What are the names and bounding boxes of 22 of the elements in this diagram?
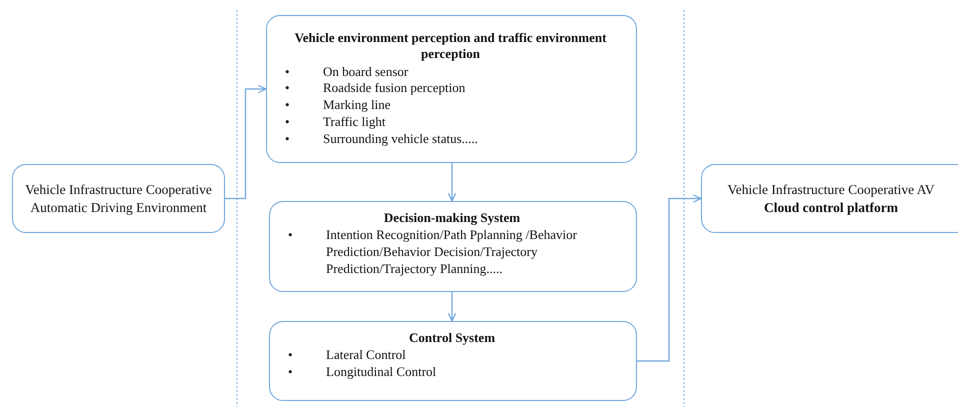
box-text: Vehicle Infrastructure Cooperative AV Cloud control platform bbox=[727, 180, 935, 216]
process-box bbox=[269, 201, 637, 292]
box-heading: Decision-making System bbox=[382, 210, 522, 226]
bullet-item: • Intention Recognition/Path Pplanning /Behavior Prediction/Behavior Decision/Trajectory Prediction/Trajectory Planning..... bbox=[287, 227, 578, 278]
bullet-item: • Roadside fusion perception bbox=[284, 80, 466, 98]
process-box bbox=[701, 164, 958, 233]
bullet-item: • Marking line bbox=[284, 97, 392, 114]
bullet-item: • Surrounding vehicle status..... bbox=[284, 131, 479, 148]
box-text: Vehicle Infrastructure Cooperative Automatic Driving Environment bbox=[24, 180, 213, 216]
box-heading: Control System bbox=[408, 330, 496, 346]
process-box bbox=[266, 15, 637, 163]
bullet-item: • Longitudinal Control bbox=[287, 364, 438, 382]
bullet-item: • On board sensor bbox=[284, 64, 410, 80]
process-box bbox=[12, 164, 225, 233]
arrow bbox=[225, 84, 267, 200]
bullet-item: • Lateral Control bbox=[287, 347, 407, 364]
process-box bbox=[269, 321, 637, 401]
arrow bbox=[448, 292, 456, 322]
bullet-item: • Traffic light bbox=[284, 114, 386, 132]
box-heading: Vehicle environment perception and traffic environment perception bbox=[294, 30, 608, 62]
arrow bbox=[637, 194, 702, 362]
arrow bbox=[448, 163, 456, 202]
